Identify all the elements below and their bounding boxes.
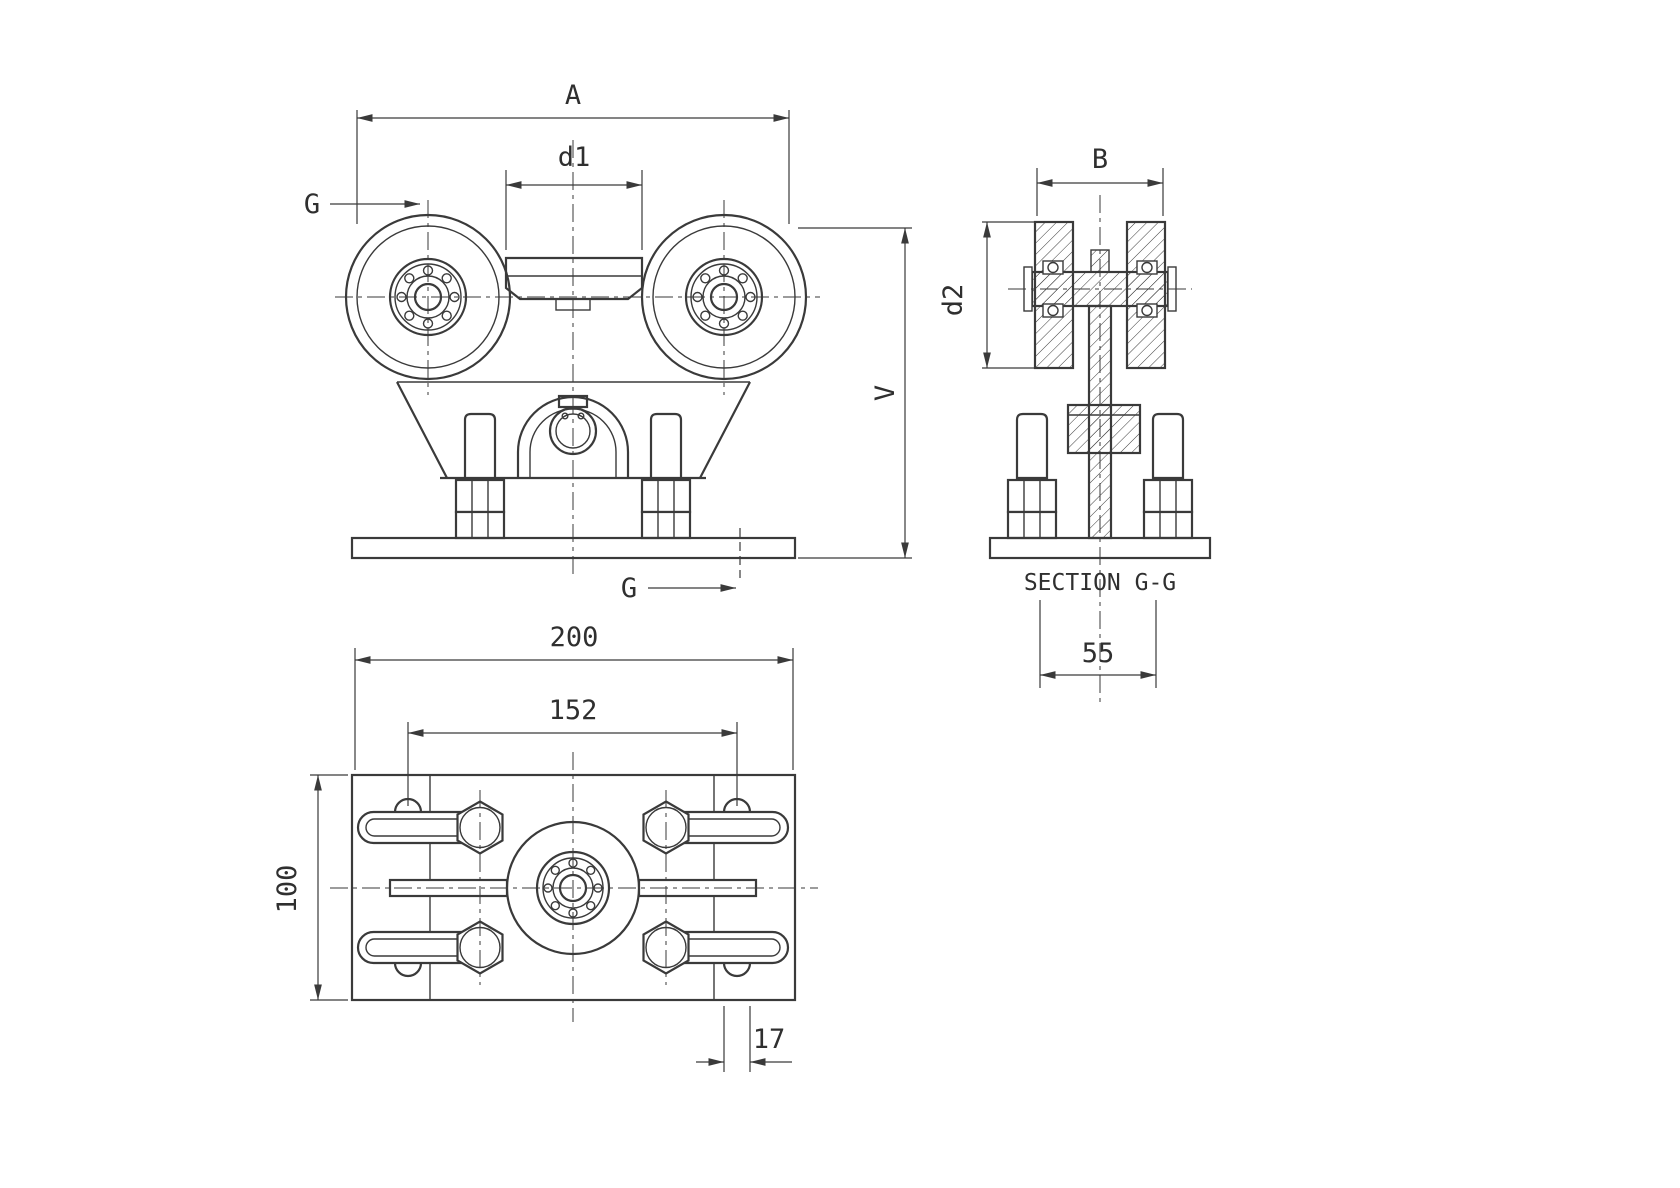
left-bolt-section [1006, 412, 1058, 540]
axle-bearings [1042, 260, 1158, 318]
dim-152: 152 [407, 695, 738, 806]
right-bolt-section [1142, 412, 1194, 540]
dim-label-17: 17 [753, 1024, 786, 1055]
dim-label-d1: d1 [558, 142, 591, 173]
left-bolt [454, 412, 506, 540]
dim-label-100: 100 [272, 865, 303, 914]
centerlines-top [330, 752, 818, 1022]
section-label-g-top: G [304, 189, 320, 220]
front-view: A d1 G G V [304, 80, 912, 604]
centerlines-front [335, 140, 820, 578]
section-mark-g-top: G [304, 189, 420, 220]
section-title: SECTION G-G [1024, 570, 1176, 596]
dim-V: V [798, 227, 912, 559]
top-view: 200 152 100 17 [272, 622, 818, 1072]
hub-section [1066, 403, 1142, 455]
dim-55: 55 [1039, 600, 1157, 688]
dim-label-V: V [870, 385, 901, 401]
dim-label-55: 55 [1082, 638, 1115, 669]
dim-label-B: B [1092, 144, 1108, 175]
section-label-g-bottom: G [621, 573, 637, 604]
right-bolt [640, 412, 692, 540]
dim-100: 100 [272, 774, 348, 1001]
dim-label-152: 152 [549, 695, 598, 726]
rail-profile [504, 256, 644, 311]
section-mark-g-bottom: G [621, 573, 736, 604]
dim-17: 17 [696, 1006, 792, 1072]
centerlines-section [1008, 195, 1192, 705]
dim-A: A [356, 80, 790, 224]
dim-d2: d2 [938, 221, 1035, 369]
dim-label-A: A [565, 80, 581, 111]
dim-200: 200 [354, 622, 794, 770]
section-view: B d2 SECTION G-G 55 [938, 144, 1212, 705]
dim-label-d2: d2 [938, 284, 969, 317]
dim-label-200: 200 [550, 622, 599, 653]
dim-B: B [1036, 144, 1164, 216]
dim-d1: d1 [505, 142, 643, 250]
